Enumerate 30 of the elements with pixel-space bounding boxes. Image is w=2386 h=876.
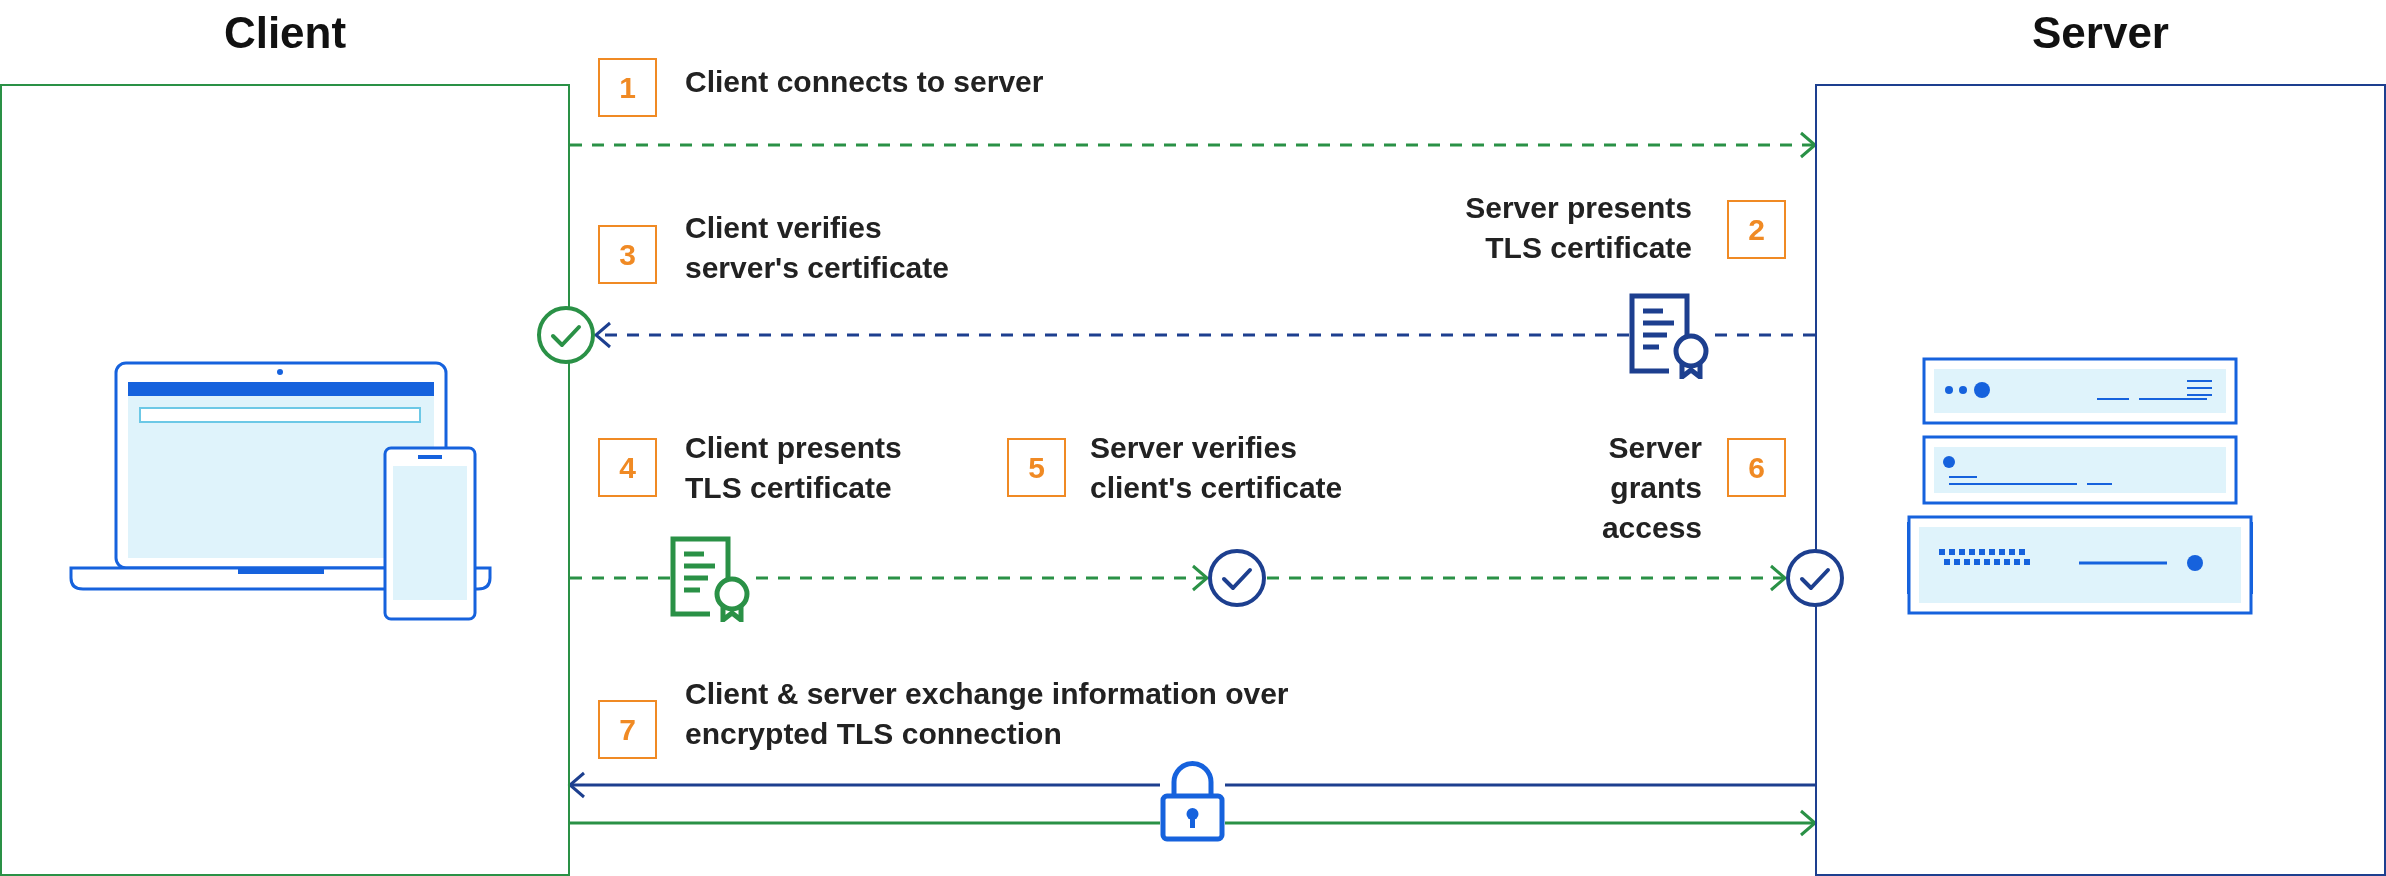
step-description: Server grants access xyxy=(1600,430,1702,546)
step-number: 7 xyxy=(598,700,657,759)
arrow xyxy=(570,131,1817,159)
step-number: 3 xyxy=(598,225,657,284)
arrow xyxy=(568,771,1160,799)
checkmark-circle-icon xyxy=(536,305,596,365)
connector-line xyxy=(570,576,670,580)
step-description: Client & server exchange information over encrypted TLS connection xyxy=(685,676,1290,752)
step-description: Server verifies client's certificate xyxy=(1090,430,1344,506)
arrow xyxy=(1267,564,1787,592)
step-number: 2 xyxy=(1727,200,1786,259)
step-description: Server presents TLS certificate xyxy=(1464,190,1692,266)
panel-heading: Client xyxy=(222,8,348,58)
step-number: 5 xyxy=(1007,438,1066,497)
step-number: 6 xyxy=(1727,438,1786,497)
step-number: 4 xyxy=(598,438,657,497)
checkmark-circle-icon xyxy=(1207,548,1267,608)
step-description: Client presents TLS certificate xyxy=(685,430,903,506)
arrow xyxy=(1225,809,1817,837)
padlock-icon xyxy=(1160,758,1225,842)
checkmark-circle-icon xyxy=(1785,548,1845,608)
step-description: Client connects to server xyxy=(685,64,1045,100)
connector-line xyxy=(1713,333,1815,337)
connector-line xyxy=(570,821,1160,825)
panel-heading: Server xyxy=(2031,8,2170,58)
arrow xyxy=(594,321,1629,349)
arrow xyxy=(756,564,1209,592)
step-description: Client verifies server's certificate xyxy=(685,210,950,286)
connector-line xyxy=(1225,783,1815,787)
step-number: 1 xyxy=(598,58,657,117)
